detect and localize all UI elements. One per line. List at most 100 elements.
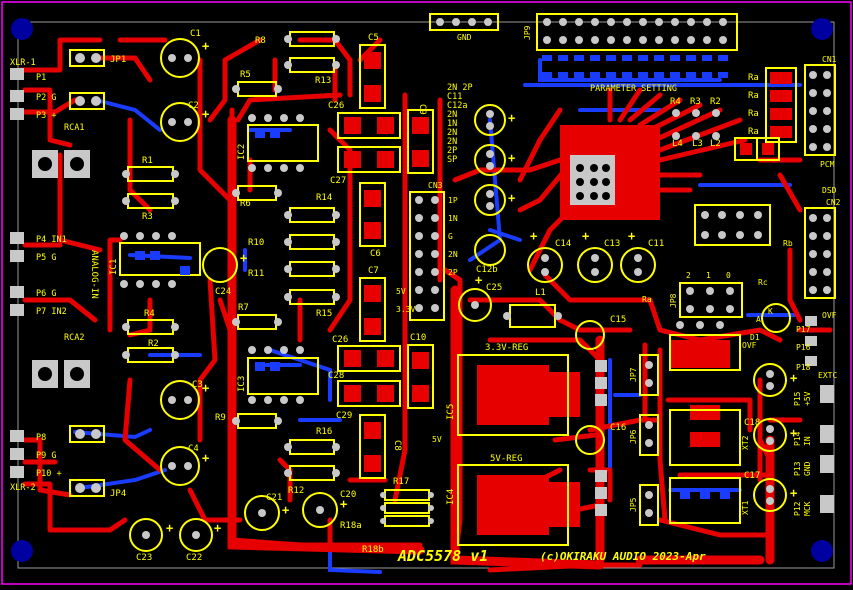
silk-label: C2 xyxy=(188,101,199,111)
silk-label: C26 xyxy=(328,101,344,111)
silk-label: P1 xyxy=(36,73,46,83)
silk-label: C10 xyxy=(410,333,426,343)
silk-label: C25 xyxy=(486,283,502,293)
jp-top-b[interactable] xyxy=(69,92,105,110)
oscillator-pads xyxy=(680,490,730,499)
cn3-header[interactable] xyxy=(409,191,445,321)
v5-label: 5V xyxy=(432,435,442,444)
regulator-pads[interactable] xyxy=(595,360,607,516)
silk-label: C3 xyxy=(192,380,203,390)
silk-label: C24 xyxy=(215,287,231,297)
cn1-label: CN1 xyxy=(822,55,837,64)
silk-label: P17 xyxy=(796,325,811,334)
c8-label: C8 xyxy=(392,440,402,451)
silk-label: + xyxy=(282,503,289,517)
silk-label: R6 xyxy=(240,199,251,209)
silk-label: R9 xyxy=(215,413,226,423)
silk-label: XLR-1 xyxy=(10,58,36,68)
silk-label: C16 xyxy=(610,423,626,433)
jp-bottom-a[interactable] xyxy=(69,425,105,443)
electrolytic-cap-labels: C1 C2 C24 C3 C4 C21 C23 C22 C14 C13 C11 … xyxy=(136,29,760,563)
silk-label: C7 xyxy=(368,266,379,276)
through-hole-pads xyxy=(120,35,724,524)
silk-label: 5V xyxy=(396,287,406,296)
silk-label: P18 xyxy=(796,363,811,372)
silk-label: C29 xyxy=(336,411,352,421)
small-jumpers[interactable] xyxy=(639,354,659,526)
ra-resistor-array[interactable] xyxy=(765,67,797,143)
ra-label-mid: Ra xyxy=(642,295,652,304)
silk-label: 2N xyxy=(447,128,457,138)
polarity-marks: ++++ +++ ++ +++ ++++ +++ xyxy=(166,39,797,535)
silk-label: P3 + xyxy=(36,111,56,121)
cn3-label: CN3 xyxy=(428,181,443,190)
silk-label: Ra xyxy=(748,109,759,119)
jp9-label: JP9 xyxy=(523,25,532,40)
jp4-jumper[interactable] xyxy=(69,479,105,497)
silk-label: R16 xyxy=(316,427,332,437)
ovf-extc-pads[interactable] xyxy=(805,316,817,366)
silk-label: R13 xyxy=(315,76,331,86)
silk-label: K xyxy=(768,307,773,316)
gnd-label: GND xyxy=(457,33,472,42)
right-io-labels: P15 +5V P14 IN P13 GND P12 MCK xyxy=(793,391,812,516)
silk-label: C27 xyxy=(330,176,346,186)
film-capacitors[interactable] xyxy=(337,44,434,479)
small-parts-labels: R4 R3 R2 L4 L3 L2 xyxy=(670,97,721,149)
silk-label: Ra xyxy=(748,91,759,101)
silk-label: P12 xyxy=(793,501,802,516)
c9-label: C9 xyxy=(417,104,427,115)
jp9-parameter-header[interactable] xyxy=(536,13,738,78)
jp8-pin-labels: 2 1 0 xyxy=(686,271,731,280)
silk-label: C12a xyxy=(447,101,467,111)
jp1-jumper[interactable] xyxy=(69,49,105,67)
silk-label: P2 G xyxy=(36,93,56,103)
board-title: ADC5578 v1 xyxy=(397,547,488,565)
regulator-outlines xyxy=(457,354,569,546)
silk-label: C12b xyxy=(476,265,498,275)
pin-function-labels: 2N 2P C11 C12a 2N 1N 2N 2N 2P SP xyxy=(447,83,473,165)
electrolytic-capacitors[interactable] xyxy=(129,38,791,552)
silk-label: C23 xyxy=(136,553,152,563)
silk-label: EXTC xyxy=(818,371,837,380)
silk-label: A xyxy=(756,315,761,324)
silk-label: P9 G xyxy=(36,451,56,461)
right-io-pads[interactable] xyxy=(820,385,834,513)
silk-label: R17 xyxy=(393,477,409,487)
silk-label: R2 xyxy=(148,339,159,349)
gnd-header[interactable] xyxy=(429,13,499,31)
silk-label: Ra xyxy=(748,127,759,137)
silk-label: R10 xyxy=(248,238,264,248)
silk-label: 2N xyxy=(447,137,457,147)
xlr-connector-pads[interactable] xyxy=(10,68,24,478)
silk-label: R2 xyxy=(710,97,721,107)
silk-label: C11 xyxy=(648,239,664,249)
silk-label: + xyxy=(628,229,635,243)
rca-jacks[interactable] xyxy=(32,150,90,388)
small-part-pads[interactable] xyxy=(672,109,720,140)
copper-pours xyxy=(477,125,730,535)
silk-label: R4 xyxy=(670,97,681,107)
silk-label: 2P xyxy=(448,268,458,277)
silk-label: R18b xyxy=(362,545,384,555)
silk-label: +5V xyxy=(803,391,812,406)
silk-label: 2P xyxy=(447,146,457,156)
cn2-header[interactable] xyxy=(804,207,836,299)
silk-label: R3 xyxy=(142,212,153,222)
cn3-pin-labels: 1P 1N G 2N 2P 5V 3.3V xyxy=(396,196,458,314)
cn1-header[interactable] xyxy=(804,64,836,156)
silk-label: P15 xyxy=(793,391,802,406)
mounting-holes xyxy=(11,18,833,562)
jp8-header[interactable] xyxy=(679,282,743,318)
silk-label: D1 xyxy=(750,333,760,342)
silk-label: 2N 2P xyxy=(447,83,473,93)
silk-label: JP6 xyxy=(629,429,638,444)
opamp-ics[interactable] xyxy=(119,124,319,395)
adc-chip[interactable] xyxy=(570,155,615,205)
ic5-label: IC5 xyxy=(446,404,456,420)
decoupling-cap-cluster[interactable] xyxy=(694,137,780,246)
oscillator-outlines[interactable] xyxy=(669,334,741,524)
rb-label: Rb xyxy=(783,239,793,248)
silk-label: P10 + xyxy=(36,469,62,479)
